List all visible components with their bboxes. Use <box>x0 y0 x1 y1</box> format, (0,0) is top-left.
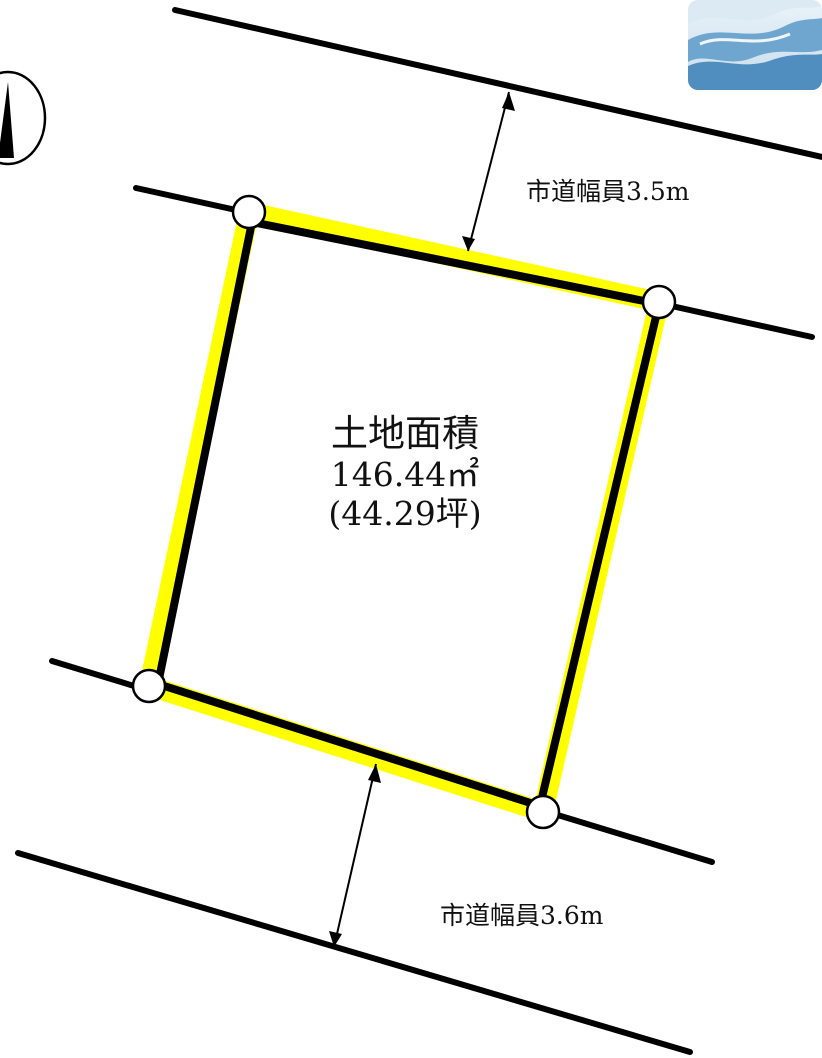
south-road-width-label: 市道幅員3.6m <box>440 901 604 930</box>
dimension-arrows <box>329 91 515 948</box>
north-arrow-icon <box>0 70 47 166</box>
north-road-far-edge <box>172 7 822 160</box>
boundary-marker-icon <box>231 194 267 230</box>
land-area-block: 土地面積 146.44㎡ (44.29坪) <box>255 412 555 534</box>
boundary-marker-icon <box>131 668 167 704</box>
north-road-width-arrow <box>462 91 515 252</box>
wave-logo-icon <box>688 0 822 90</box>
boundary-marker-icon <box>641 284 677 320</box>
north-road-width-label: 市道幅員3.5m <box>526 177 690 206</box>
south-road-far-edge <box>15 850 693 1055</box>
boundary-marker-icon <box>525 794 561 830</box>
land-area-sqm: 146.44㎡ <box>330 454 480 494</box>
corner-markers <box>131 194 677 830</box>
land-area-title: 土地面積 <box>331 412 479 455</box>
land-area-tsubo: (44.29坪) <box>328 493 482 533</box>
south-road-width-arrow <box>329 763 381 948</box>
